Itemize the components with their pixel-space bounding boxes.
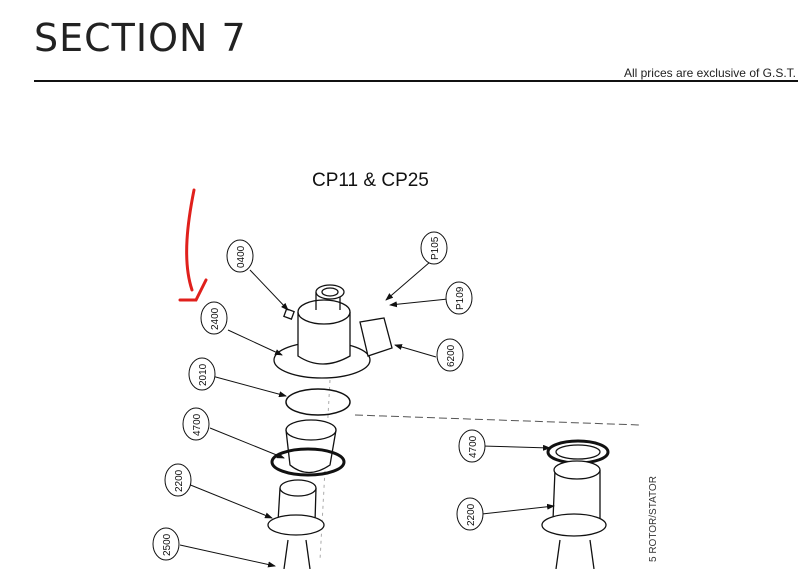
- pump-housing: [273, 284, 393, 379]
- svg-text:4700: 4700: [192, 413, 203, 436]
- callout-2200-right: 2200: [456, 497, 484, 531]
- svg-text:2200: 2200: [466, 503, 477, 526]
- stator-2200: [267, 479, 325, 569]
- svg-text:P105: P105: [430, 236, 441, 260]
- callout-4700: 4700: [182, 407, 210, 441]
- gasket-ring: [285, 388, 351, 416]
- svg-text:2500: 2500: [162, 533, 173, 556]
- diagram-title: CP11 & CP25: [312, 170, 429, 191]
- callout-p105: P105: [420, 231, 448, 265]
- svg-text:0400: 0400: [236, 245, 247, 268]
- section-title: SECTION 7: [34, 16, 247, 60]
- svg-text:4700: 4700: [468, 435, 479, 458]
- callout-2400: 2400: [200, 301, 228, 335]
- right-bearing-4700: [546, 439, 610, 465]
- svg-text:2010: 2010: [198, 363, 209, 386]
- header-rule: [34, 80, 798, 82]
- callout-6200: 6200: [436, 338, 464, 372]
- callout-2010: 2010: [188, 357, 216, 391]
- svg-text:2400: 2400: [210, 307, 221, 330]
- price-note: All prices are exclusive of G.S.T.: [623, 66, 796, 80]
- callout-2500: 2500: [152, 527, 180, 561]
- svg-text:P109: P109: [455, 286, 466, 310]
- bearing-4700: [270, 419, 346, 477]
- svg-text:2200: 2200: [174, 469, 185, 492]
- callout-0400: 0400: [226, 239, 254, 273]
- red-annotation-arrow: [178, 188, 208, 302]
- callout-p109: P109: [445, 281, 473, 315]
- svg-text:6200: 6200: [446, 344, 457, 367]
- callout-2200: 2200: [164, 463, 192, 497]
- right-stator-2200: [541, 460, 607, 569]
- callout-4700-right: 4700: [458, 429, 486, 463]
